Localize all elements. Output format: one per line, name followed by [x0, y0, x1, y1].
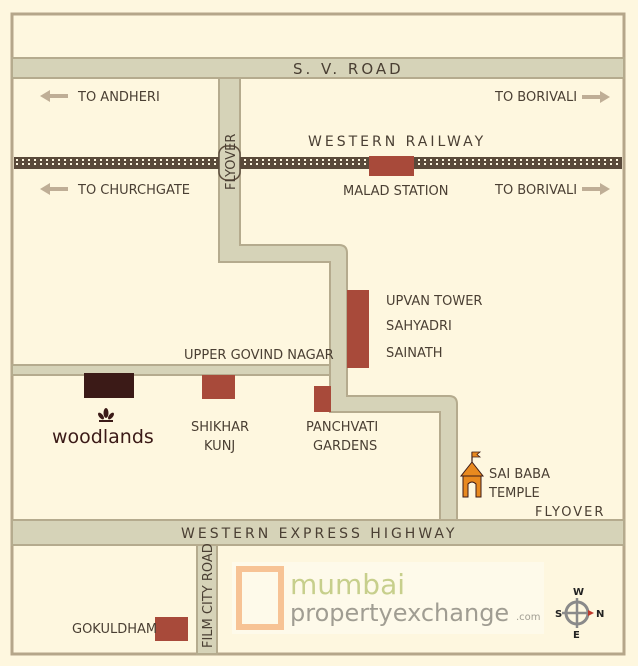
western-railway-label: WESTERN RAILWAY [308, 134, 486, 150]
sainath-label: SAINATH [386, 346, 443, 361]
shikhar-kunj-label-2: KUNJ [204, 439, 235, 454]
panchvati-gardens-marker [314, 386, 331, 412]
upvan-tower-marker [347, 290, 369, 368]
flyover-label: FLYOVER [224, 134, 239, 190]
temple-icon [459, 451, 485, 498]
direction-arrows [40, 90, 610, 195]
film-city-road [196, 544, 218, 655]
to-andheri: TO ANDHERI [77, 90, 160, 105]
arrow-right-icon [582, 91, 610, 103]
woodlands-logo-icon [98, 408, 114, 422]
watermark-line1: mumbai [290, 568, 405, 601]
flyover-right-label: FLYOVER [535, 505, 605, 520]
compass-w: W [573, 587, 584, 598]
film-city-road-label: FILM CITY ROAD [201, 543, 216, 648]
flyover-bridge [218, 145, 241, 181]
shikhar-kunj-marker [202, 375, 235, 399]
malad-station-marker [369, 156, 414, 176]
watermark: mumbai propertyexchange .com [232, 562, 544, 634]
compass-e: E [573, 630, 580, 641]
upper-govind-nagar-label: UPPER GOVIND NAGAR [184, 348, 334, 363]
gokuldham-marker [155, 617, 188, 641]
sv-road [11, 57, 625, 79]
sv-road-label: S. V. ROAD [293, 60, 404, 78]
upvan-tower-label: UPVAN TOWER [386, 294, 482, 309]
compass-s: S [555, 609, 562, 620]
compass-n: N [596, 609, 604, 620]
shikhar-kunj-label-1: SHIKHAR [191, 420, 249, 435]
weh-label: WESTERN EXPRESS HIGHWAY [181, 526, 457, 542]
upper-govind-nagar-road [11, 364, 331, 376]
watermark-com: .com [516, 612, 541, 623]
sai-baba-label-1: SAI BABA [489, 467, 550, 482]
arrow-left-icon [40, 90, 68, 102]
to-churchgate: TO CHURCHGATE [77, 183, 190, 198]
watermark-line2: propertyexchange [290, 599, 509, 627]
western-express-highway [11, 519, 625, 546]
woodlands-label: woodlands [52, 426, 154, 448]
malad-station-label: MALAD STATION [343, 184, 449, 199]
woodlands-marker [84, 373, 134, 398]
sahyadri-label: SAHYADRI [386, 319, 452, 334]
panchvati-label-1: PANCHVATI [306, 420, 378, 435]
gokuldham-label: GOKULDHAM [72, 622, 157, 637]
compass-icon [562, 598, 594, 628]
map-frame [10, 12, 626, 656]
sai-baba-label-2: TEMPLE [488, 486, 540, 501]
panchvati-label-2: GARDENS [313, 439, 377, 454]
arrow-left-icon [40, 183, 68, 195]
to-borivali-top: TO BORIVALI [494, 90, 577, 105]
to-borivali-rail: TO BORIVALI [494, 183, 577, 198]
roads [11, 57, 625, 655]
railway-track [14, 157, 622, 169]
arrow-right-icon [582, 183, 610, 195]
